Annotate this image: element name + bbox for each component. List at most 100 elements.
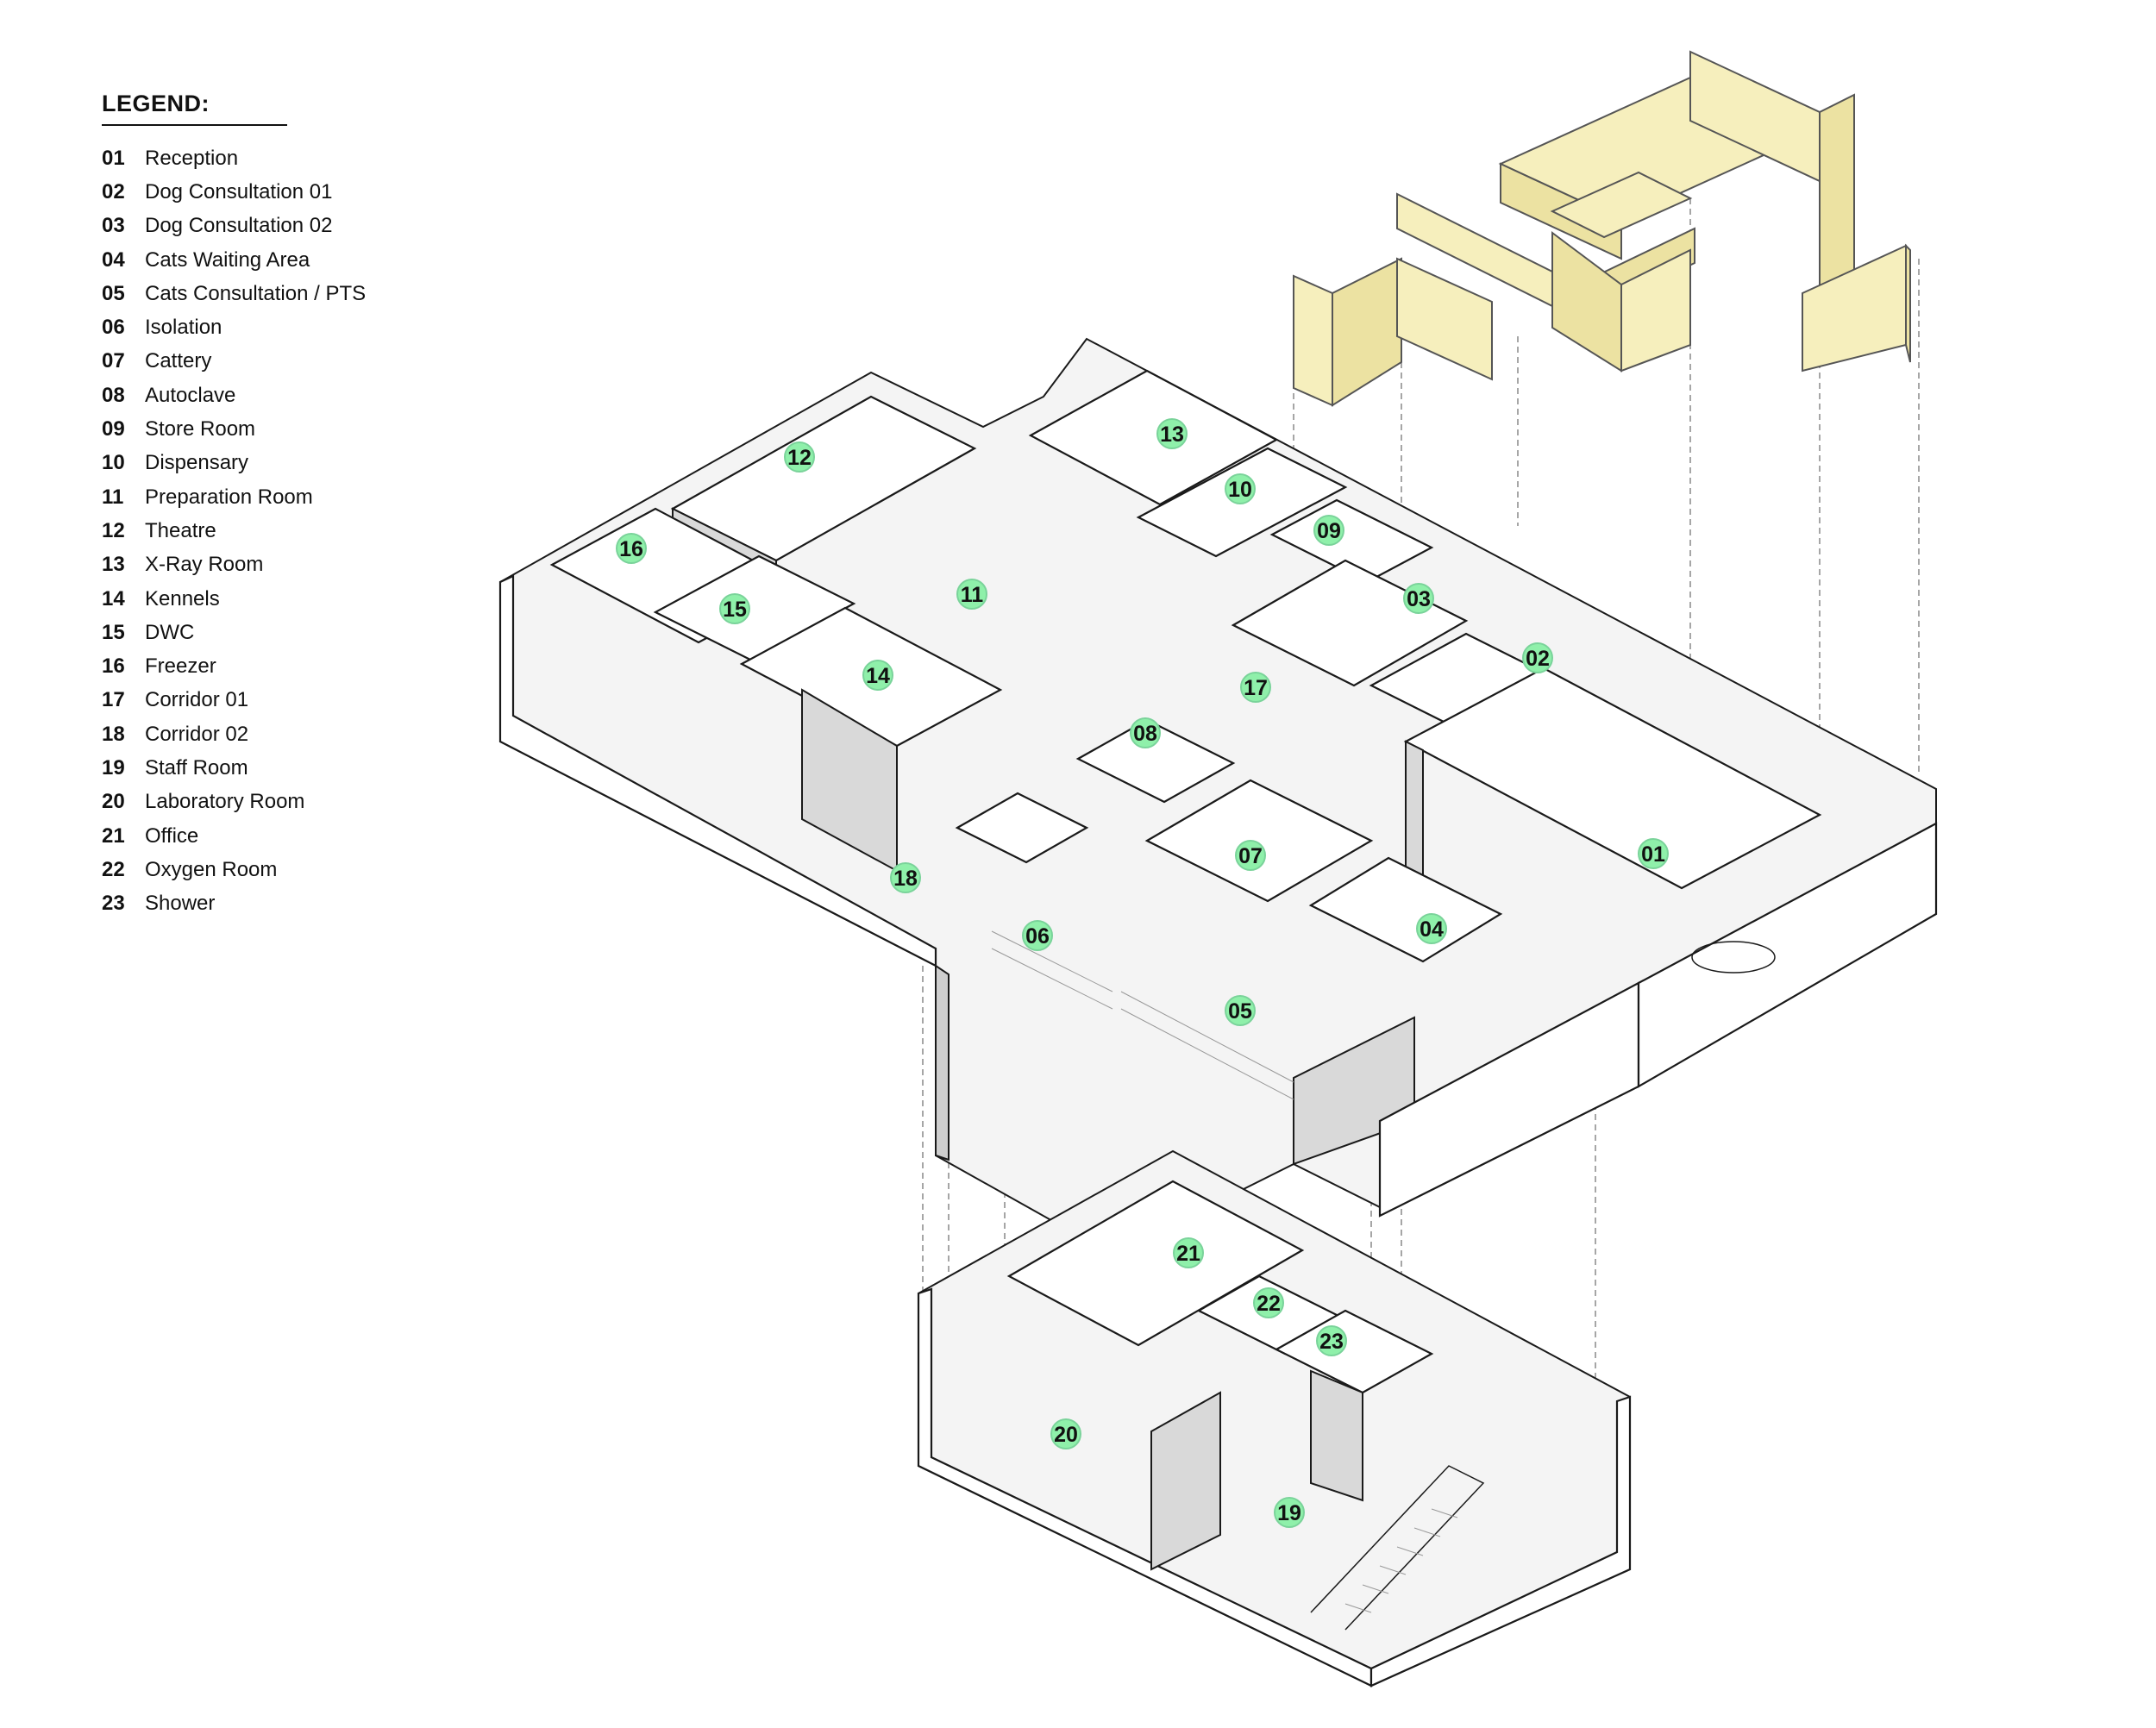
legend-code: 08 [102, 383, 125, 407]
legend-name: Theatre [145, 518, 216, 542]
legend-name: Dog Consultation 01 [145, 179, 333, 203]
legend-name: Cats Waiting Area [145, 247, 310, 272]
legend-name: Staff Room [145, 755, 248, 779]
room-tag-22: 22 [1253, 1287, 1284, 1318]
room-tag-label: 01 [1641, 842, 1665, 867]
room-tag-label: 04 [1420, 917, 1444, 942]
room-tag-21: 21 [1173, 1237, 1204, 1268]
joinery-group [1293, 50, 1911, 407]
legend-name: Dog Consultation 02 [145, 214, 333, 238]
legend-code: 05 [102, 281, 125, 305]
legend-item: 02 Dog Consultation 01 [102, 175, 395, 209]
room-tag-label: 08 [1133, 722, 1157, 746]
room-tags: 01 02 03 04 05 06 07 08 09 10 11 12 13 1… [616, 418, 1669, 1528]
room-tag-label: 03 [1407, 587, 1431, 611]
room-tag-label: 23 [1319, 1330, 1344, 1354]
legend-name: Isolation [145, 316, 222, 340]
room-tag-02: 02 [1522, 642, 1553, 673]
legend-name: Dispensary [145, 451, 249, 475]
room-tag-label: 22 [1257, 1292, 1281, 1316]
legend-item: 15 DWC [102, 616, 395, 649]
legend-code: 20 [102, 790, 125, 814]
legend-code: 09 [102, 417, 125, 441]
room-tag-label: 06 [1025, 924, 1050, 949]
room-tag-06: 06 [1022, 920, 1053, 951]
legend-item: 13 X-Ray Room [102, 548, 395, 582]
room-tag-label: 20 [1054, 1423, 1078, 1447]
legend-code: 16 [102, 654, 125, 679]
room-tag-label: 09 [1317, 519, 1341, 543]
room-tag-label: 02 [1526, 647, 1550, 671]
room-tag-13: 13 [1156, 418, 1188, 449]
legend-code: 07 [102, 349, 125, 373]
lower-floor [917, 1149, 1632, 1687]
legend-name: Shower [145, 892, 216, 916]
room-tag-12: 12 [784, 441, 815, 473]
legend-code: 02 [102, 179, 125, 203]
room-tag-23: 23 [1316, 1325, 1347, 1356]
legend-code: 22 [102, 857, 125, 881]
legend-name: Autoclave [145, 383, 236, 407]
legend-item: 23 Shower [102, 887, 395, 921]
room-tag-label: 16 [619, 537, 643, 561]
room-tag-05: 05 [1225, 995, 1256, 1026]
room-tag-17: 17 [1240, 672, 1271, 703]
legend-item: 04 Cats Waiting Area [102, 243, 395, 277]
room-tag-10: 10 [1225, 473, 1256, 504]
legend-code: 14 [102, 586, 125, 610]
legend-item: 01 Reception [102, 141, 395, 175]
room-tag-label: 19 [1277, 1501, 1301, 1525]
legend-code: 18 [102, 722, 125, 746]
legend-name: Kennels [145, 586, 220, 610]
legend-item: 06 Isolation [102, 310, 395, 344]
legend-name: X-Ray Room [145, 553, 264, 577]
legend-code: 15 [102, 620, 125, 644]
room-tag-label: 15 [723, 598, 747, 622]
room-tag-08: 08 [1130, 717, 1161, 748]
room-tag-20: 20 [1050, 1418, 1081, 1449]
legend-name: Oxygen Room [145, 857, 278, 881]
room-tag-label: 21 [1176, 1242, 1200, 1266]
legend-name: Preparation Room [145, 485, 313, 509]
legend-code: 04 [102, 247, 125, 272]
room-tag-label: 13 [1160, 423, 1184, 447]
room-tag-18: 18 [890, 862, 921, 893]
legend-code: 06 [102, 316, 125, 340]
room-tag-16: 16 [616, 533, 647, 564]
room-tag-14: 14 [862, 660, 893, 691]
legend-code: 01 [102, 146, 125, 170]
legend-name: Reception [145, 146, 239, 170]
legend-name: DWC [145, 620, 195, 644]
ground-floor [498, 337, 1938, 1256]
legend-title: LEGEND: [102, 91, 287, 126]
room-tag-label: 07 [1238, 844, 1263, 868]
legend-item: 08 Autoclave [102, 379, 395, 412]
legend-code: 23 [102, 892, 125, 916]
room-tag-09: 09 [1313, 515, 1344, 546]
room-tag-04: 04 [1416, 913, 1447, 944]
legend-code: 19 [102, 755, 125, 779]
room-tag-label: 05 [1228, 999, 1252, 1024]
legend-name: Corridor 01 [145, 688, 249, 712]
room-tag-label: 18 [893, 867, 918, 891]
legend-name: Office [145, 823, 199, 848]
room-tag-label: 11 [961, 583, 984, 607]
legend-item: 19 Staff Room [102, 751, 395, 785]
legend-item: 22 Oxygen Room [102, 853, 395, 886]
legend-code: 13 [102, 553, 125, 577]
legend-code: 21 [102, 823, 125, 848]
legend-item: 14 Kennels [102, 582, 395, 616]
room-tag-label: 10 [1228, 478, 1252, 502]
room-tag-label: 17 [1244, 676, 1268, 700]
room-tag-03: 03 [1403, 583, 1434, 614]
